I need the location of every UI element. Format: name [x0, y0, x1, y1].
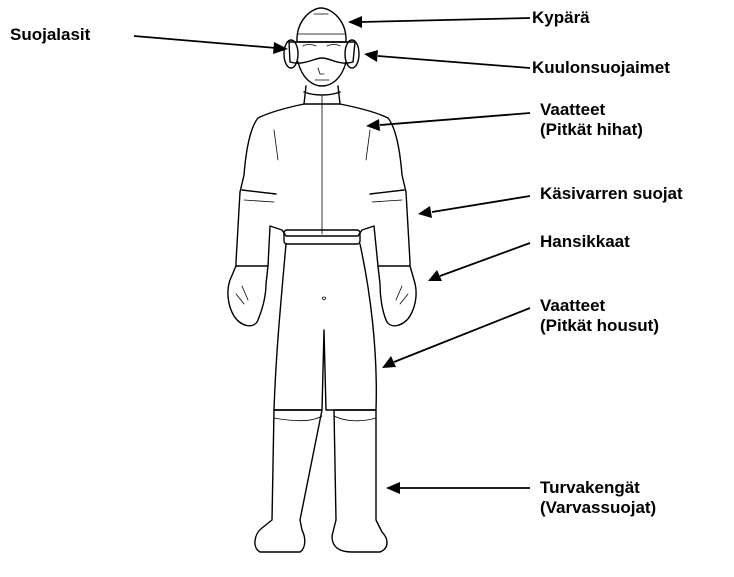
- label-clothing-shirt-line1: Vaatteet: [540, 100, 643, 120]
- ear-muff-left: [284, 40, 298, 68]
- arrowhead-boots: [386, 482, 400, 494]
- label-hearing-text: Kuulonsuojaimet: [532, 58, 670, 78]
- leader-goggles: [134, 36, 276, 48]
- shirt-shape: [236, 104, 410, 266]
- label-arm-guards: Käsivarren suojat: [540, 184, 683, 204]
- label-safety-boots: Turvakengät (Varvassuojat): [540, 478, 656, 518]
- boot-right: [332, 410, 387, 552]
- label-safety-boots-line1: Turvakengät: [540, 478, 656, 498]
- leader-hearing: [378, 56, 530, 68]
- arrowhead-shirt: [366, 119, 380, 131]
- label-clothing-shirt: Vaatteet (Pitkät hihat): [540, 100, 643, 140]
- leader-arm-guards: [432, 196, 530, 212]
- glove-left: [228, 266, 268, 326]
- boot-left: [255, 410, 322, 552]
- leader-gloves: [440, 243, 530, 276]
- label-goggles-text: Suojalasit: [10, 25, 90, 45]
- label-arm-guards-text: Käsivarren suojat: [540, 184, 683, 204]
- helmet-shape: [297, 8, 346, 42]
- leader-helmet: [360, 18, 530, 22]
- arrowhead-helmet: [348, 16, 362, 28]
- label-clothing-pants-line2: (Pitkät housut): [540, 316, 659, 336]
- label-gloves: Hansikkaat: [540, 232, 630, 252]
- label-goggles: Suojalasit: [10, 25, 90, 45]
- arrowhead-hearing: [364, 50, 378, 62]
- label-clothing-pants-line1: Vaatteet: [540, 296, 659, 316]
- arrowhead-arm-guards: [418, 206, 432, 218]
- glove-right: [378, 266, 416, 326]
- label-clothing-pants: Vaatteet (Pitkät housut): [540, 296, 659, 336]
- leader-pants: [394, 308, 530, 362]
- label-safety-boots-line2: (Varvassuojat): [540, 498, 656, 518]
- leader-shirt: [380, 113, 530, 125]
- label-clothing-shirt-line2: (Pitkät hihat): [540, 120, 643, 140]
- arrowhead-pants: [382, 356, 396, 368]
- pants-shape: [274, 244, 376, 410]
- label-helmet-text: Kypärä: [532, 8, 590, 28]
- leader-lines: [134, 16, 530, 494]
- label-helmet: Kypärä: [532, 8, 590, 28]
- label-hearing-protection: Kuulonsuojaimet: [532, 58, 670, 78]
- label-gloves-text: Hansikkaat: [540, 232, 630, 252]
- ear-muff-right: [345, 40, 359, 68]
